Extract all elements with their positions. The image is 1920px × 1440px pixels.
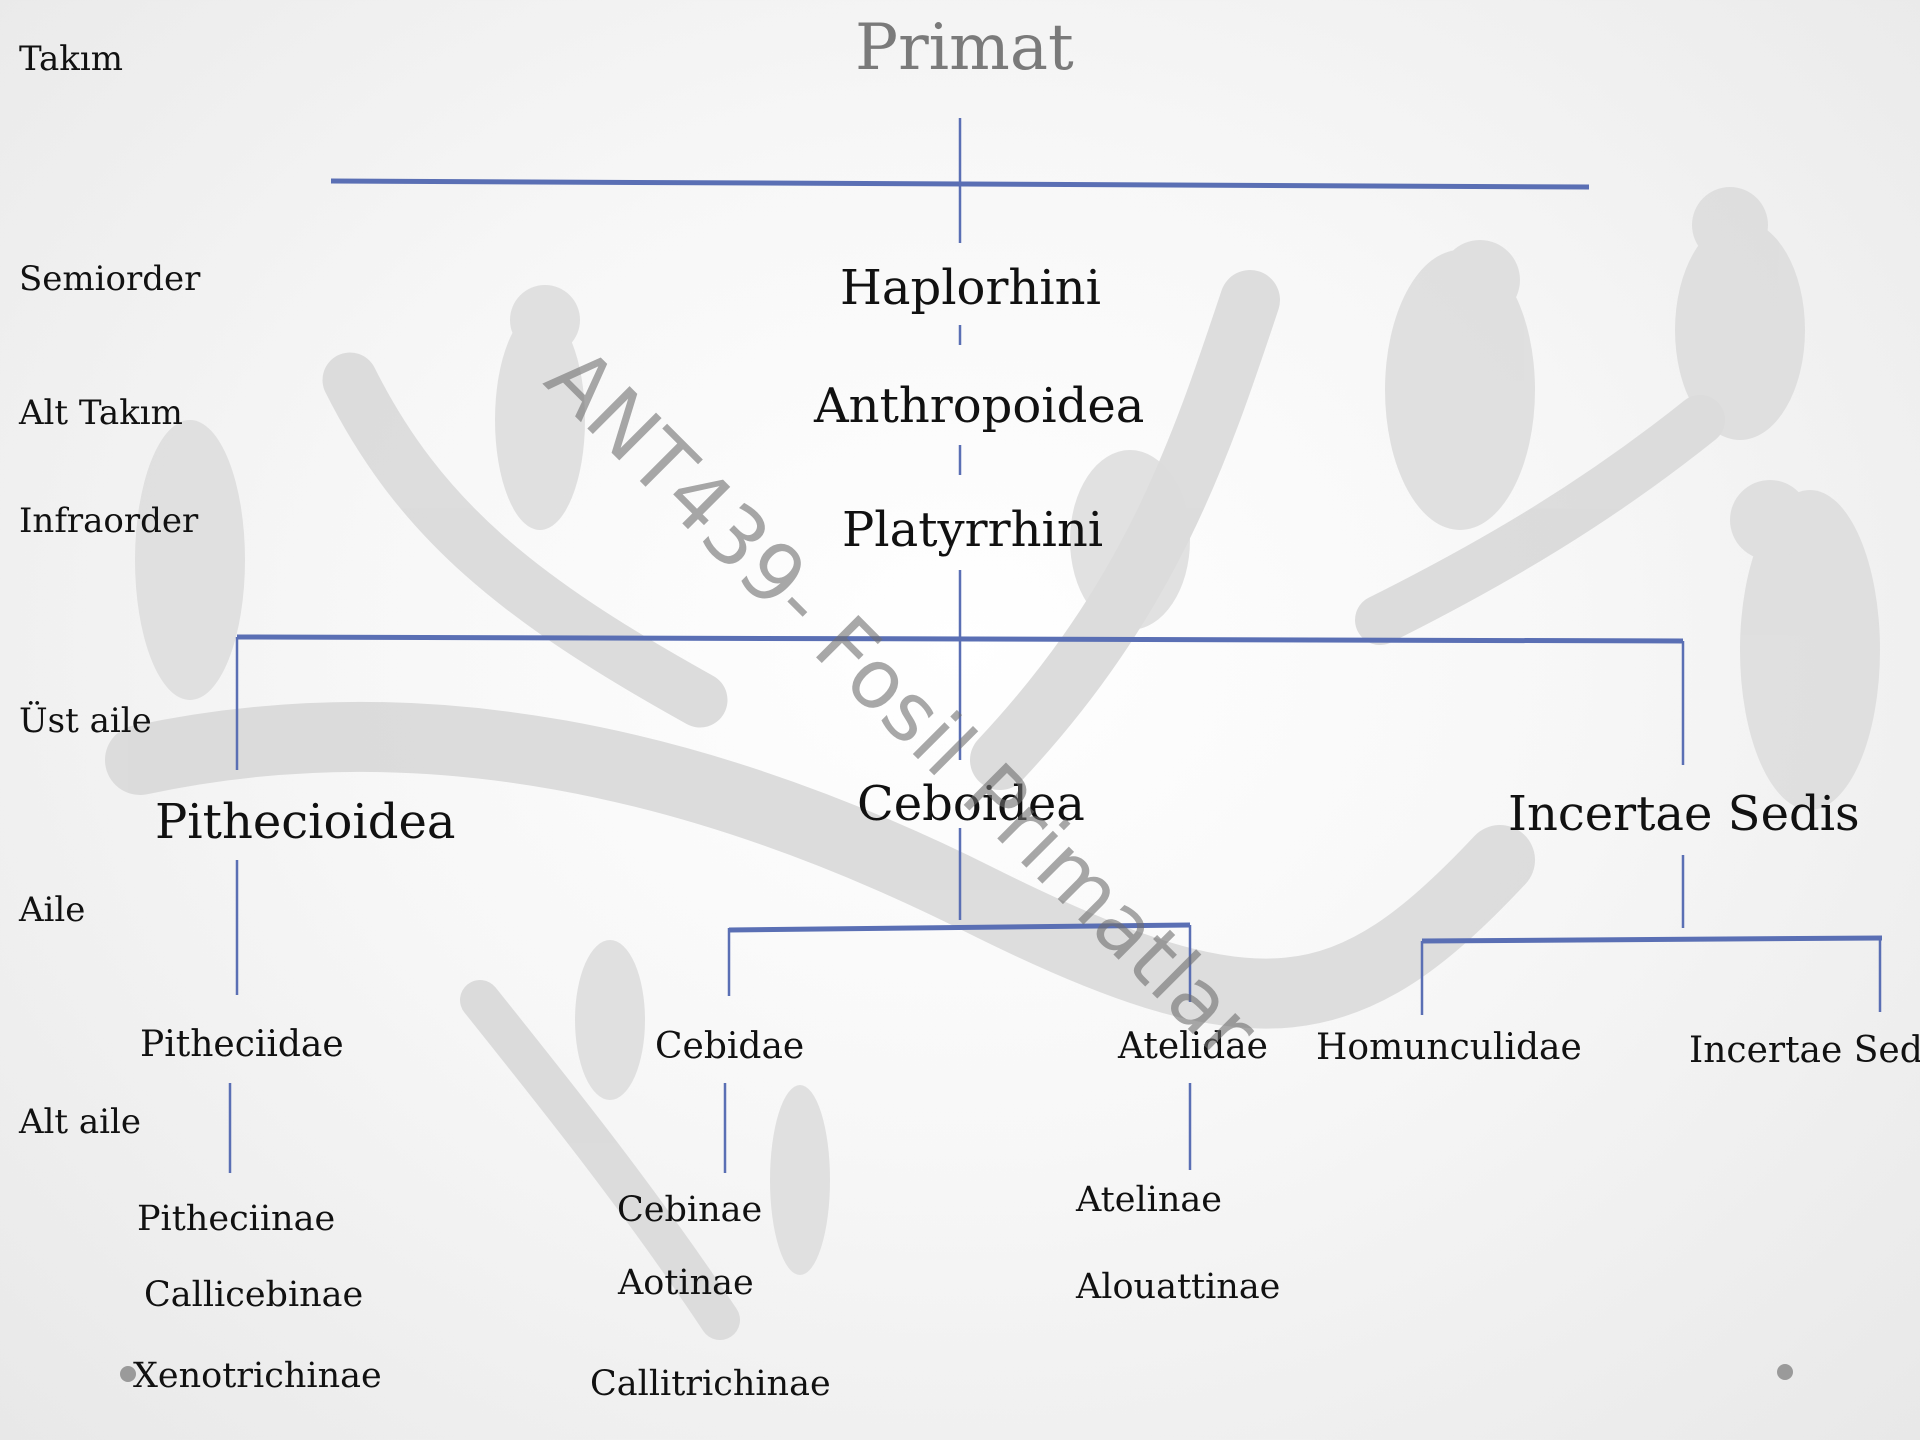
- rank-label-semiorder: Semiorder: [19, 259, 201, 299]
- node-superfamily-pithecioidea: Pithecioidea: [155, 794, 456, 850]
- rank-label-alt-aile: Alt aile: [19, 1102, 142, 1142]
- node-family-incertae-sedis: Incertae Sedis: [1689, 1030, 1920, 1071]
- node-subfamily-cebinae: Cebinae: [617, 1190, 763, 1230]
- node-subfamily-pitheciinae: Pitheciinae: [137, 1199, 336, 1239]
- connector-superfamily-horizontal: [236, 634, 1684, 644]
- node-order-primat: Primat: [855, 11, 1074, 85]
- bullet-dot-right: [1777, 1364, 1793, 1380]
- node-family-cebidae: Cebidae: [655, 1026, 805, 1067]
- node-semiorder: Haplorhini: [840, 260, 1101, 316]
- node-family-homunculidae: Homunculidae: [1316, 1027, 1582, 1068]
- node-family-pitheciidae: Pitheciidae: [140, 1024, 344, 1065]
- rank-label-takim: Takım: [19, 39, 124, 79]
- node-infraorder: Platyrrhini: [842, 502, 1104, 558]
- node-subfamily-xenotrichinae: Xenotrichinae: [133, 1356, 382, 1396]
- node-subfamily-callicebinae: Callicebinae: [144, 1275, 364, 1315]
- rank-label-alt-takim: Alt Takım: [19, 393, 183, 433]
- node-subfamily-alouattinae: Alouattinae: [1076, 1267, 1281, 1307]
- bullet-dot-left: [120, 1366, 136, 1382]
- rank-label-aile: Aile: [19, 890, 86, 930]
- node-suborder: Anthropoidea: [814, 378, 1145, 434]
- node-superfamily-ceboidea: Ceboidea: [857, 776, 1085, 832]
- node-subfamily-aotinae: Aotinae: [618, 1263, 754, 1303]
- node-superfamily-incertae-sedis: Incertae Sedis: [1508, 786, 1860, 842]
- node-subfamily-callitrichinae: Callitrichinae: [590, 1364, 831, 1404]
- node-family-atelidae: Atelidae: [1118, 1026, 1268, 1067]
- connector-incertae-horizontal: [1421, 935, 1883, 944]
- connector-ceboidea-horizontal: [728, 922, 1191, 933]
- rank-label-ust-aile: Üst aile: [19, 701, 152, 741]
- node-subfamily-atelinae: Atelinae: [1076, 1180, 1222, 1220]
- rank-label-infraorder: Infraorder: [19, 501, 199, 541]
